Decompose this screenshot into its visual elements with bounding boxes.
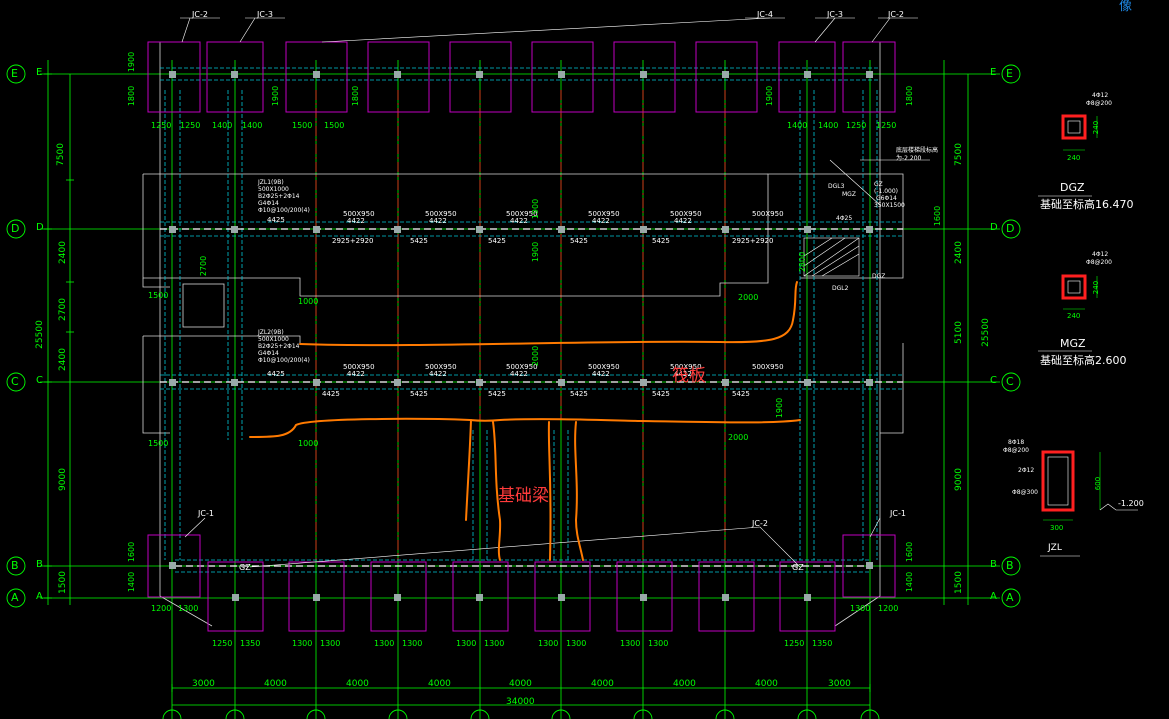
footing-pad [534,561,591,632]
axis-bubbles [6,64,1021,719]
footing-pad [147,534,201,598]
axis-bubble-e-left [6,64,26,84]
stair-hatch [803,159,930,277]
footing-pad [370,561,427,632]
footing-pad [531,41,594,113]
grid-lines [40,60,1000,719]
axis-bubble-a-right [1001,588,1021,608]
beam-centerlines [160,228,903,567]
axis-bubble-b-left [6,556,26,576]
footing-pad [449,41,512,113]
axis-bubble-a-left [6,588,26,608]
footing-pad [842,534,896,598]
axis-bubble-b-right [1001,556,1021,576]
axis-centerlines [315,90,726,560]
footing-pad [285,41,348,113]
columns [169,71,873,601]
footing-pad [452,561,509,632]
slab-outline [142,42,904,627]
legend-graphics [1038,114,1138,557]
mgz-section [1061,274,1087,300]
footing-pad [698,561,755,632]
axis-bubble-d-right [1001,219,1021,239]
footing-pad [616,561,673,632]
tag-leaders [180,17,918,568]
footing-pad [779,561,836,632]
jzl-section [1041,450,1075,512]
footing-pad [367,41,430,113]
footings-top-row [147,41,896,113]
foundation-beams [160,67,903,573]
footing-pad [206,41,264,113]
axis-bubble-d-left [6,219,26,239]
footing-pad [695,41,758,113]
axis-bubble-c-left [6,372,26,392]
footing-pad [778,41,836,113]
axis-bubble-e-right [1001,64,1021,84]
footing-pad [147,41,201,113]
axis-bubble-c-right [1001,372,1021,392]
footing-pad [207,561,264,632]
markup-lines [249,281,801,561]
dgz-section [1061,114,1087,140]
footing-pad [613,41,676,113]
footing-pad [842,41,896,113]
